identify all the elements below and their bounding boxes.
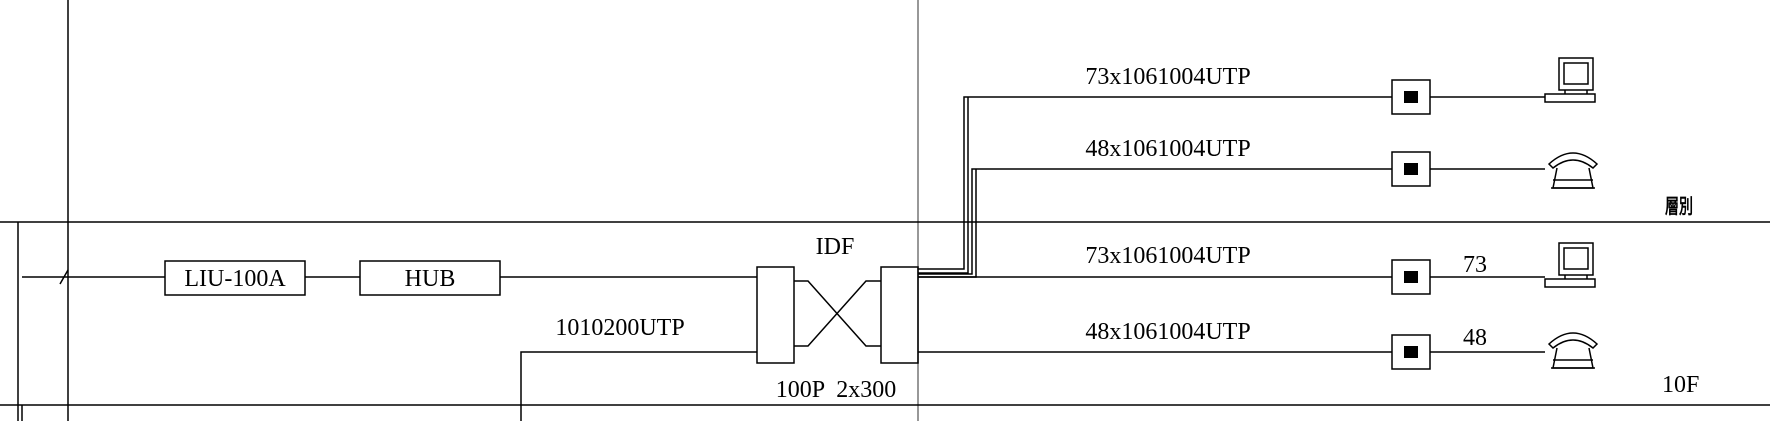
telephone-icon	[1547, 152, 1599, 189]
backbone-cable-line	[520, 351, 757, 421]
idf-caption: 100P 2x300	[776, 377, 896, 403]
cable-label: 48x1061004UTP	[1085, 136, 1250, 162]
riser-run-1b	[918, 97, 969, 274]
idf-label: IDF	[816, 234, 855, 260]
outlet-jack	[1404, 271, 1418, 283]
hub-label: HUB	[405, 266, 456, 292]
floor-mark: 層別	[1665, 195, 1693, 218]
cross-connect-b	[794, 280, 881, 347]
hub-box	[359, 260, 501, 296]
liu-label: LIU-100A	[184, 266, 286, 292]
outlet-jack	[1404, 346, 1418, 358]
idf-panel-right	[880, 266, 919, 364]
port-count: 48	[1463, 325, 1487, 351]
riser-run-2	[918, 168, 1392, 275]
outlet-jack	[1404, 163, 1418, 175]
liu-box	[164, 260, 306, 296]
floor-label-10f: 10F	[1662, 372, 1699, 398]
computer-icon	[1544, 242, 1596, 288]
idf-panel-left	[756, 266, 795, 364]
cable-label: 73x1061004UTP	[1085, 243, 1250, 269]
port-count: 73	[1463, 252, 1487, 278]
outlet-jack	[1404, 91, 1418, 103]
outlet-box	[1391, 259, 1431, 295]
outlet-box	[1391, 151, 1431, 187]
computer-icon	[1544, 57, 1596, 103]
riser-run-1	[918, 96, 1392, 270]
backbone-cable-label: 1010200UTP	[555, 315, 684, 341]
telephone-icon	[1547, 332, 1599, 369]
outlet-box	[1391, 79, 1431, 115]
cable-label: 48x1061004UTP	[1085, 319, 1250, 345]
outlet-box	[1391, 334, 1431, 370]
cable-label: 73x1061004UTP	[1085, 64, 1250, 90]
trunk-tick	[59, 269, 69, 285]
